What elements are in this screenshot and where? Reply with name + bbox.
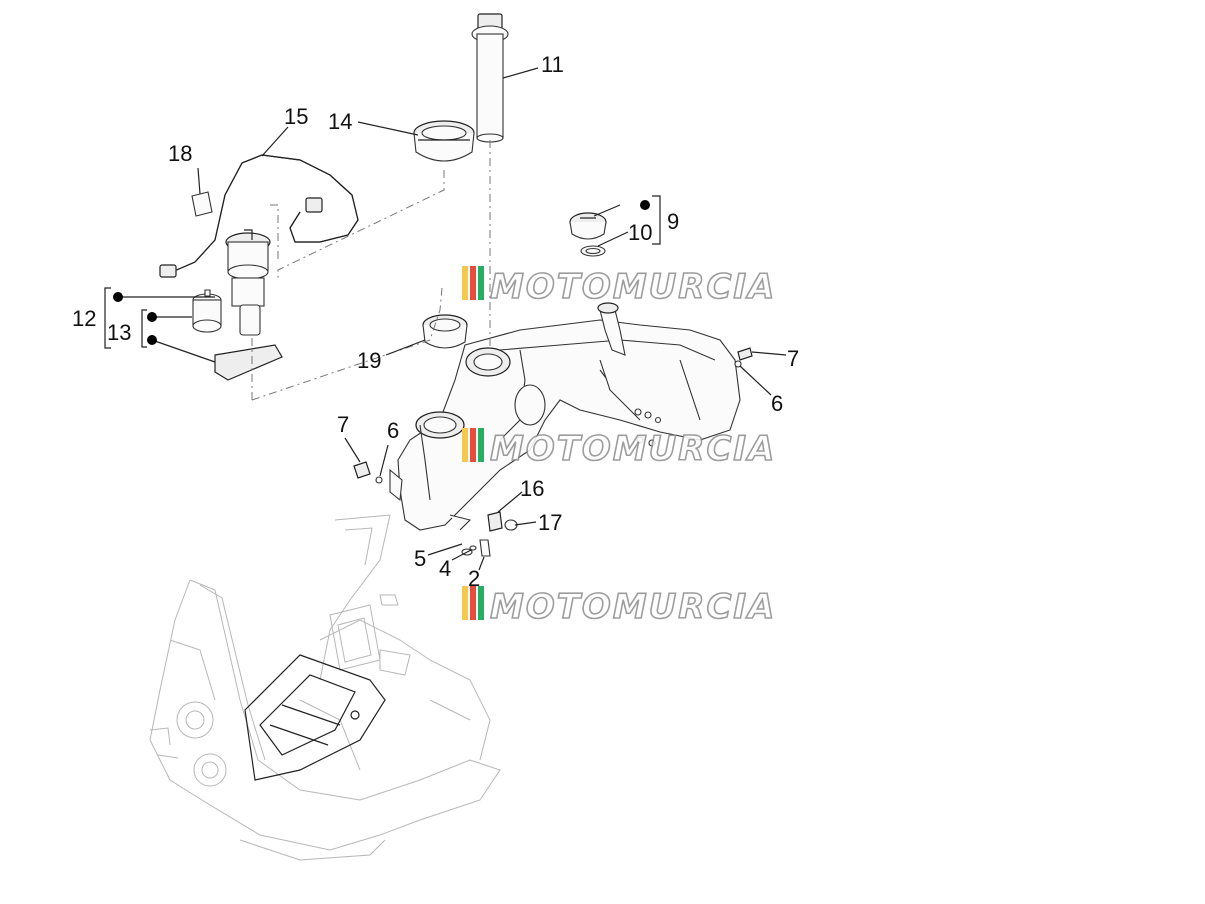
watermark-stripe-3 bbox=[478, 428, 484, 462]
callout-6-right: 6 bbox=[771, 391, 783, 416]
watermark-stripe-3 bbox=[478, 586, 484, 620]
watermark-stripe-3 bbox=[478, 266, 484, 300]
assembly-guides bbox=[251, 140, 491, 401]
filler-gasket bbox=[422, 314, 468, 349]
callout-14: 14 bbox=[328, 109, 352, 134]
fuel-tank bbox=[389, 302, 741, 531]
watermark-top: MOTOMURCIA bbox=[462, 266, 776, 308]
fuel-pump bbox=[192, 229, 283, 381]
callout-4: 4 bbox=[439, 556, 451, 581]
clip-label bbox=[191, 191, 213, 217]
leader-lines bbox=[104, 67, 787, 571]
lock-ring bbox=[413, 120, 475, 162]
callout-17: 17 bbox=[538, 510, 562, 535]
watermark-text: MOTOMURCIA bbox=[490, 429, 776, 469]
watermark-stripe-1 bbox=[462, 428, 468, 462]
callout-10: 10 bbox=[628, 220, 652, 245]
callout-15: 15 bbox=[284, 104, 308, 129]
watermark-stripe-1 bbox=[462, 266, 468, 300]
callout-9: 9 bbox=[667, 209, 679, 234]
fuel-hose bbox=[159, 154, 359, 278]
callout-13: 13 bbox=[107, 320, 131, 345]
tank-cap bbox=[569, 212, 607, 257]
watermark-stripe-2 bbox=[470, 266, 476, 300]
fuel-level-sender bbox=[471, 13, 509, 143]
scooter-frame bbox=[149, 514, 501, 861]
watermark-middle: MOTOMURCIA bbox=[462, 428, 776, 470]
watermark-text: MOTOMURCIA bbox=[490, 587, 776, 627]
callout-19: 19 bbox=[357, 348, 381, 373]
watermark-bottom: MOTOMURCIA bbox=[462, 586, 776, 628]
watermark-stripe-1 bbox=[462, 586, 468, 620]
callout-5: 5 bbox=[414, 546, 426, 571]
callout-11: 11 bbox=[541, 52, 564, 77]
watermark-stripe-2 bbox=[470, 586, 476, 620]
callout-16: 16 bbox=[520, 476, 544, 501]
floor-mat bbox=[244, 654, 386, 781]
callout-7-right: 7 bbox=[787, 346, 799, 371]
callout-2: 2 bbox=[468, 566, 480, 591]
watermark-stripe-2 bbox=[470, 428, 476, 462]
callouts: 11 14 15 18 9 10 12 13 19 7 6 7 6 16 17 … bbox=[72, 52, 799, 591]
callout-12: 12 bbox=[72, 306, 96, 331]
callout-18: 18 bbox=[168, 141, 192, 166]
callout-7-left: 7 bbox=[337, 412, 349, 437]
fasteners bbox=[353, 347, 753, 557]
callout-6-left: 6 bbox=[387, 418, 399, 443]
watermark-text: MOTOMURCIA bbox=[490, 267, 776, 307]
